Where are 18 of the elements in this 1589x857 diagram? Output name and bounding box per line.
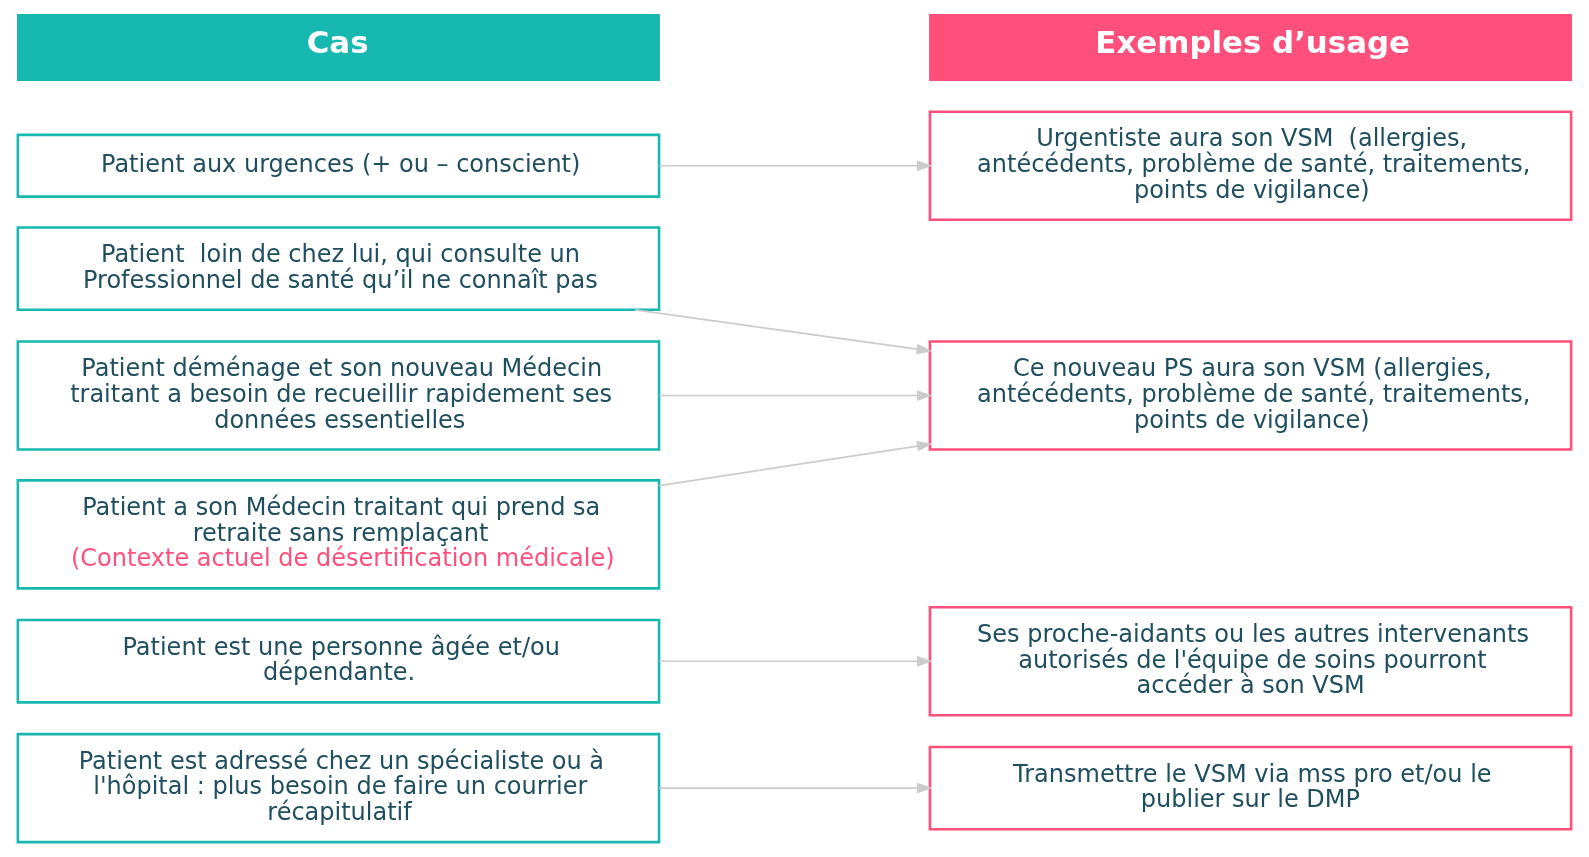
arrow bbox=[658, 655, 933, 667]
node-box: Patient déménage et son nouveau Médecin traitant a besoin de recueillir rapidement ses données essentielles bbox=[16, 340, 661, 451]
arrow bbox=[658, 390, 933, 401]
arrow bbox=[658, 782, 933, 794]
node-box: Ce nouveau PS aura son VSM (allergies, antécédents, problème de santé, traitements, points de vigilance) bbox=[928, 340, 1573, 451]
node-box: Patient est une personne âgée et/ou dépendante. bbox=[16, 618, 661, 704]
node-box: Patient aux urgences (+ ou – conscient) bbox=[16, 133, 661, 198]
node-box: Cas bbox=[17, 14, 660, 81]
node-box: Patient a son Médecin traitant qui prend sa retraite sans remplaçant (Contexte actuel de désertification médicale) bbox=[16, 479, 661, 590]
node-box: Exemples d’usage bbox=[929, 14, 1572, 81]
node-box: Ses proche-aidants ou les autres intervenants autorisés de l'équipe de soins pourront accéder à son VSM bbox=[928, 605, 1573, 717]
arrow bbox=[658, 160, 933, 172]
node-box: Patient est adressé chez un spécialiste ou à l'hôpital : plus besoin de faire un courrier récapitulatif bbox=[16, 732, 661, 844]
node-box: Transmettre le VSM via mss pro et/ou le publier sur le DMP bbox=[928, 745, 1573, 831]
arrow bbox=[658, 440, 933, 487]
arrow bbox=[634, 308, 932, 355]
node-box: Patient loin de chez lui, qui consulte un Professionnel de santé qu’il ne connaît pas bbox=[16, 226, 661, 312]
node-box: Urgentiste aura son VSM (allergies, antécédents, problème de santé, traitements, points de vigilance) bbox=[928, 110, 1573, 222]
